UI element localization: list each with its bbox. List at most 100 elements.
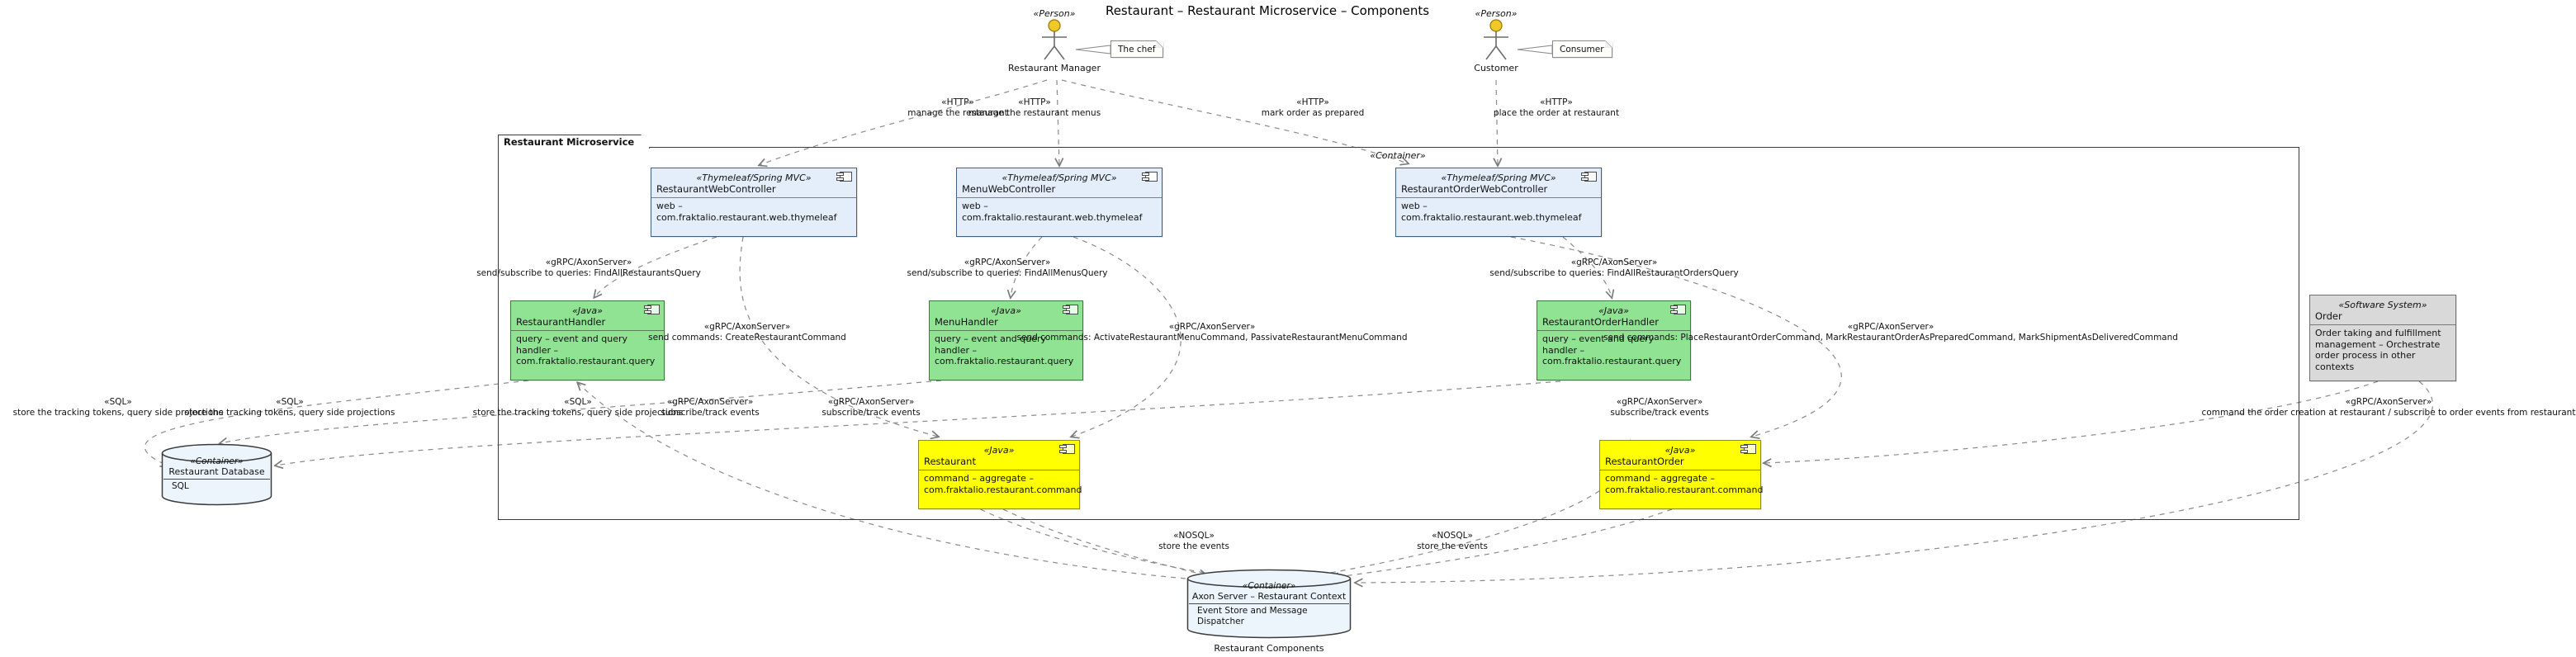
axon-server: «Container» Axon Server – Restaurant Con… (1186, 568, 1352, 640)
arrow-handler3-db (276, 380, 1561, 466)
edge-text: send commands: PlaceRestaurantOrderComma… (1603, 333, 2178, 343)
component-stereotype: «Thymeleaf/Spring MVC» (1002, 173, 1117, 183)
component-icon (644, 305, 660, 314)
edge-text: send commands: CreateRestaurantCommand (648, 333, 846, 343)
edge-label-store-events-1: «NOSQL» store the events (1158, 531, 1229, 552)
edge-label-findall-restaurants: «gRPC/AxonServer» send/subscribe to quer… (476, 258, 701, 279)
edge-label-place-order: «HTTP» place the order at restaurant (1494, 97, 1619, 119)
dashed-arrows (144, 79, 2433, 583)
component-description: query – event and query handler – com.fr… (516, 333, 656, 366)
component-restaurant-order-aggregate: «Java» RestaurantOrder command – aggrega… (1599, 440, 1763, 509)
edge-stereotype: «gRPC/AxonServer» (1168, 322, 1256, 332)
component-name: Restaurant (919, 456, 1079, 470)
edge-stereotype: «gRPC/AxonServer» (1570, 258, 1658, 267)
edge-text: send/subscribe to queries: FindAllMenusQ… (907, 268, 1108, 278)
edge-stereotype: «SQL» (564, 397, 592, 407)
restaurant-microservice-boundary (498, 147, 2299, 520)
edge-stereotype: «gRPC/AxonServer» (545, 258, 632, 267)
component-icon (1063, 305, 1078, 314)
boundary-label: Restaurant Microservice (498, 135, 650, 149)
actor-customer: «Person» Customer (1447, 8, 1546, 73)
component-name: RestaurantWebController (651, 183, 856, 198)
axon-server-caption: Restaurant Components (1214, 643, 1324, 654)
arrow-manager-orderweb (1061, 79, 1408, 163)
arrow-customer-orderweb (1496, 79, 1498, 165)
arrow-web1-aggregate1 (739, 236, 938, 437)
component-icon (1142, 172, 1158, 182)
arrow-axon-handler1 (578, 383, 1196, 580)
component-name: RestaurantHandler (511, 316, 664, 331)
edge-label-manage-restaurant: «HTTP» manage the restaurant (907, 97, 1008, 119)
restaurant-database: «Container» Restaurant Database SQL (161, 442, 272, 507)
edge-stereotype: «SQL» (104, 397, 132, 407)
database-icon (161, 443, 272, 506)
database-name: Axon Server – Restaurant Context (1191, 591, 1347, 602)
component-stereotype: «Java» (991, 305, 1021, 316)
edge-text: manage the restaurant menus (968, 108, 1101, 118)
edge-label-manage-menus: «HTTP» manage the restaurant menus (968, 97, 1101, 119)
arrow-handler1-db (144, 380, 529, 466)
component-menu-web-controller: «Thymeleaf/Spring MVC» MenuWebController… (956, 168, 1163, 237)
component-description: Order taking and fulfillment management … (2315, 328, 2441, 372)
edge-stereotype: «gRPC/AxonServer» (703, 322, 791, 332)
arrow-web2-handler2 (1011, 236, 1043, 297)
component-name: Order (2310, 310, 2455, 325)
component-name: MenuHandler (930, 316, 1082, 331)
edge-stereotype: «SQL» (276, 397, 304, 407)
arrow-axon-aggregate2 (1320, 442, 1631, 575)
edge-stereotype: «gRPC/AxonServer» (827, 397, 915, 407)
edge-text: subscribe/track events (1610, 408, 1709, 418)
component-stereotype: «Java» (983, 445, 1015, 456)
arrow-manager-restaurantweb (760, 79, 1048, 165)
edge-text: store the events (1417, 541, 1488, 551)
edge-text: send/subscribe to queries: FindAllRestau… (1489, 268, 1739, 278)
edge-stereotype: «gRPC/AxonServer» (1847, 322, 1934, 332)
arrow-web3-handler3 (1562, 236, 1612, 297)
component-name: MenuWebController (957, 183, 1162, 198)
component-description: query – event and query handler – com.fr… (935, 333, 1074, 366)
component-stereotype: «Java» (1664, 445, 1696, 456)
arrow-manager-menuweb (1057, 79, 1059, 165)
component-stereotype: «Java» (572, 305, 603, 316)
person-stereotype: «Person» (1033, 8, 1076, 19)
component-name: RestaurantOrderWebController (1396, 183, 1601, 198)
component-description: query – event and query handler – com.fr… (1542, 333, 1682, 366)
component-menu-handler: «Java» MenuHandler query – event and que… (929, 300, 1083, 380)
external-system-order: «Software System» Order Order taking and… (2309, 295, 2456, 381)
note-consumer: Consumer (1552, 40, 1612, 58)
actor-restaurant-manager: «Person» Restaurant Manager (1005, 8, 1104, 73)
boundary-stereotype: «Container» (1370, 150, 1426, 161)
component-description: web – com.fraktalio.restaurant.web.thyme… (1401, 201, 1582, 223)
database-stereotype: «Container» (190, 456, 244, 466)
component-name: RestaurantOrder (1600, 456, 1760, 470)
arrow-web3-aggregate2 (1510, 236, 1842, 437)
edge-stereotype: «HTTP» (1296, 97, 1329, 107)
person-stereotype: «Person» (1475, 8, 1518, 19)
edge-text: subscribe/track events (822, 408, 921, 418)
component-description: web – com.fraktalio.restaurant.web.thyme… (962, 201, 1143, 223)
person-icon (1042, 19, 1067, 60)
arrow-handler2-db (220, 380, 942, 443)
note-the-chef: The chef (1110, 40, 1164, 58)
edge-label-order-commands: «gRPC/AxonServer» send commands: PlaceRe… (1603, 322, 2178, 343)
edge-label-store-tokens-3: «SQL» store the tracking tokens, query s… (473, 397, 684, 418)
arrow-web1-handler1 (594, 236, 717, 297)
edge-stereotype: «NOSQL» (1173, 531, 1215, 541)
database-technology: SQL (163, 479, 270, 492)
edge-label-track-events-2: «gRPC/AxonServer» subscribe/track events (822, 397, 920, 418)
edge-text: manage the restaurant (907, 108, 1008, 118)
edge-stereotype: «HTTP» (1018, 97, 1051, 107)
database-name: Restaurant Database (168, 466, 265, 477)
component-description: web – com.fraktalio.restaurant.web.thyme… (656, 201, 837, 223)
edge-stereotype: «NOSQL» (1432, 531, 1473, 541)
edge-label-menu-commands: «gRPC/AxonServer» send commands: Activat… (1017, 322, 1408, 343)
edge-stereotype: «gRPC/AxonServer» (2345, 397, 2432, 407)
edge-text: command the order creation at restaurant… (2201, 408, 2576, 418)
edge-label-mark-order-prepared: «HTTP» mark order as prepared (1262, 97, 1365, 119)
edge-text: subscribe/track events (661, 408, 760, 418)
edge-text: store the tracking tokens, query side pr… (472, 408, 684, 418)
component-restaurant-web-controller: «Thymeleaf/Spring MVC» RestaurantWebCont… (651, 168, 857, 237)
component-restaurant-order-handler: «Java» RestaurantOrderHandler query – ev… (1537, 300, 1691, 380)
